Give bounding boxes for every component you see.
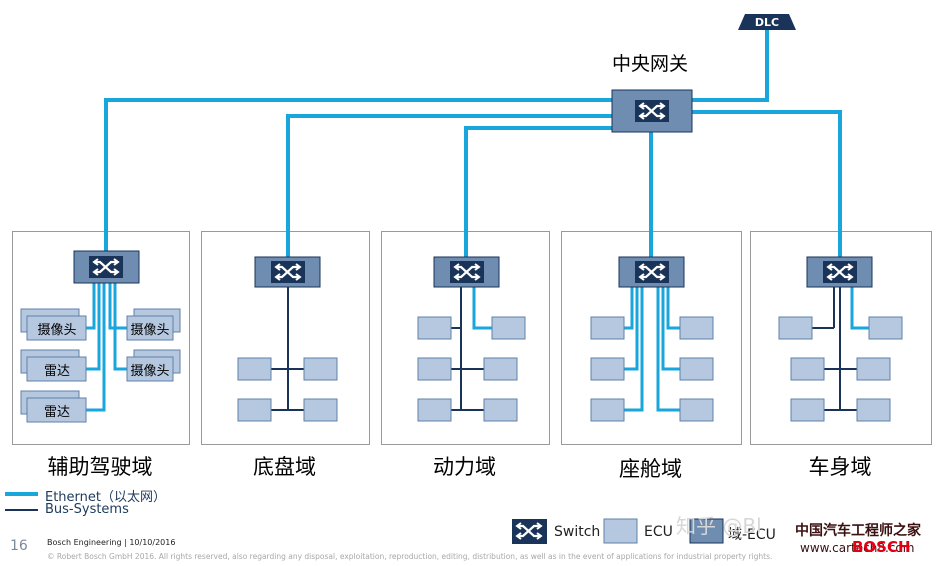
adas-ecu-radar-1: 雷达 — [44, 364, 70, 379]
legend-bus-label: Bus-Systems — [45, 502, 129, 517]
body-ethernet-link — [850, 287, 869, 330]
body-bus-links — [812, 287, 857, 411]
adas-ecu-camera-3: 摄像头 — [130, 364, 169, 379]
chassis-switch — [254, 256, 321, 288]
footer-copyright: © Robert Bosch GmbH 2016. All rights res… — [47, 552, 773, 561]
chassis-bus-links — [271, 287, 304, 411]
cockpit-switch — [618, 256, 685, 288]
watermark-zhihu: 知乎 @Bl — [676, 514, 762, 538]
adas-switch — [73, 250, 140, 284]
legend-domain-ecu-label: 域-ECU — [728, 527, 776, 543]
bosch-logo-text: BOSCH — [852, 538, 911, 556]
dlc-connector — [738, 14, 796, 30]
legend-ecu-label: ECU — [644, 524, 673, 540]
body-switch — [806, 256, 873, 288]
domain-label-body: 车身域 — [808, 455, 872, 479]
watermark-cn-association: 中国汽车工程师之家 — [795, 523, 921, 539]
powertrain-ethernet-link — [472, 287, 492, 330]
legend-switch-label: Switch — [554, 524, 601, 540]
page-number: 16 — [10, 538, 28, 554]
ethernet-backbone — [104, 30, 842, 257]
powertrain-switch — [433, 256, 500, 288]
central-gateway-switch — [611, 89, 693, 133]
chassis-ecus — [237, 357, 338, 422]
cockpit-ecus — [590, 316, 714, 422]
adas-ecu-radar-2: 雷达 — [44, 405, 70, 420]
domain-label-adas: 辅助驾驶域 — [47, 455, 153, 479]
dlc-label: DLC — [755, 16, 779, 29]
gateway-label: 中央网关 — [612, 53, 689, 75]
legend-ecu-symbol — [603, 518, 638, 544]
adas-ecu-camera-2: 摄像头 — [130, 323, 169, 338]
adas-ecu-group — [20, 308, 181, 423]
legend-domain-ecu-symbol — [689, 518, 724, 544]
adas-ecu-camera-1: 摄像头 — [37, 323, 76, 338]
legend-ethernet-label: Ethernet（以太网） — [45, 490, 166, 505]
powertrain-ecus — [417, 316, 526, 422]
adas-ethernet-links — [86, 283, 127, 412]
domain-label-cockpit: 座舱域 — [619, 457, 682, 481]
watermark-site: www.cartech8.com — [800, 541, 915, 555]
footer-line1: Bosch Engineering | 10/10/2016 — [47, 538, 176, 547]
body-ecus — [778, 316, 903, 422]
legend-switch-symbol — [510, 518, 548, 544]
domain-label-powertrain: 动力域 — [433, 455, 496, 479]
domain-label-chassis: 底盘域 — [253, 455, 316, 479]
powertrain-bus-links — [451, 287, 484, 411]
cockpit-ethernet-links — [624, 287, 680, 412]
